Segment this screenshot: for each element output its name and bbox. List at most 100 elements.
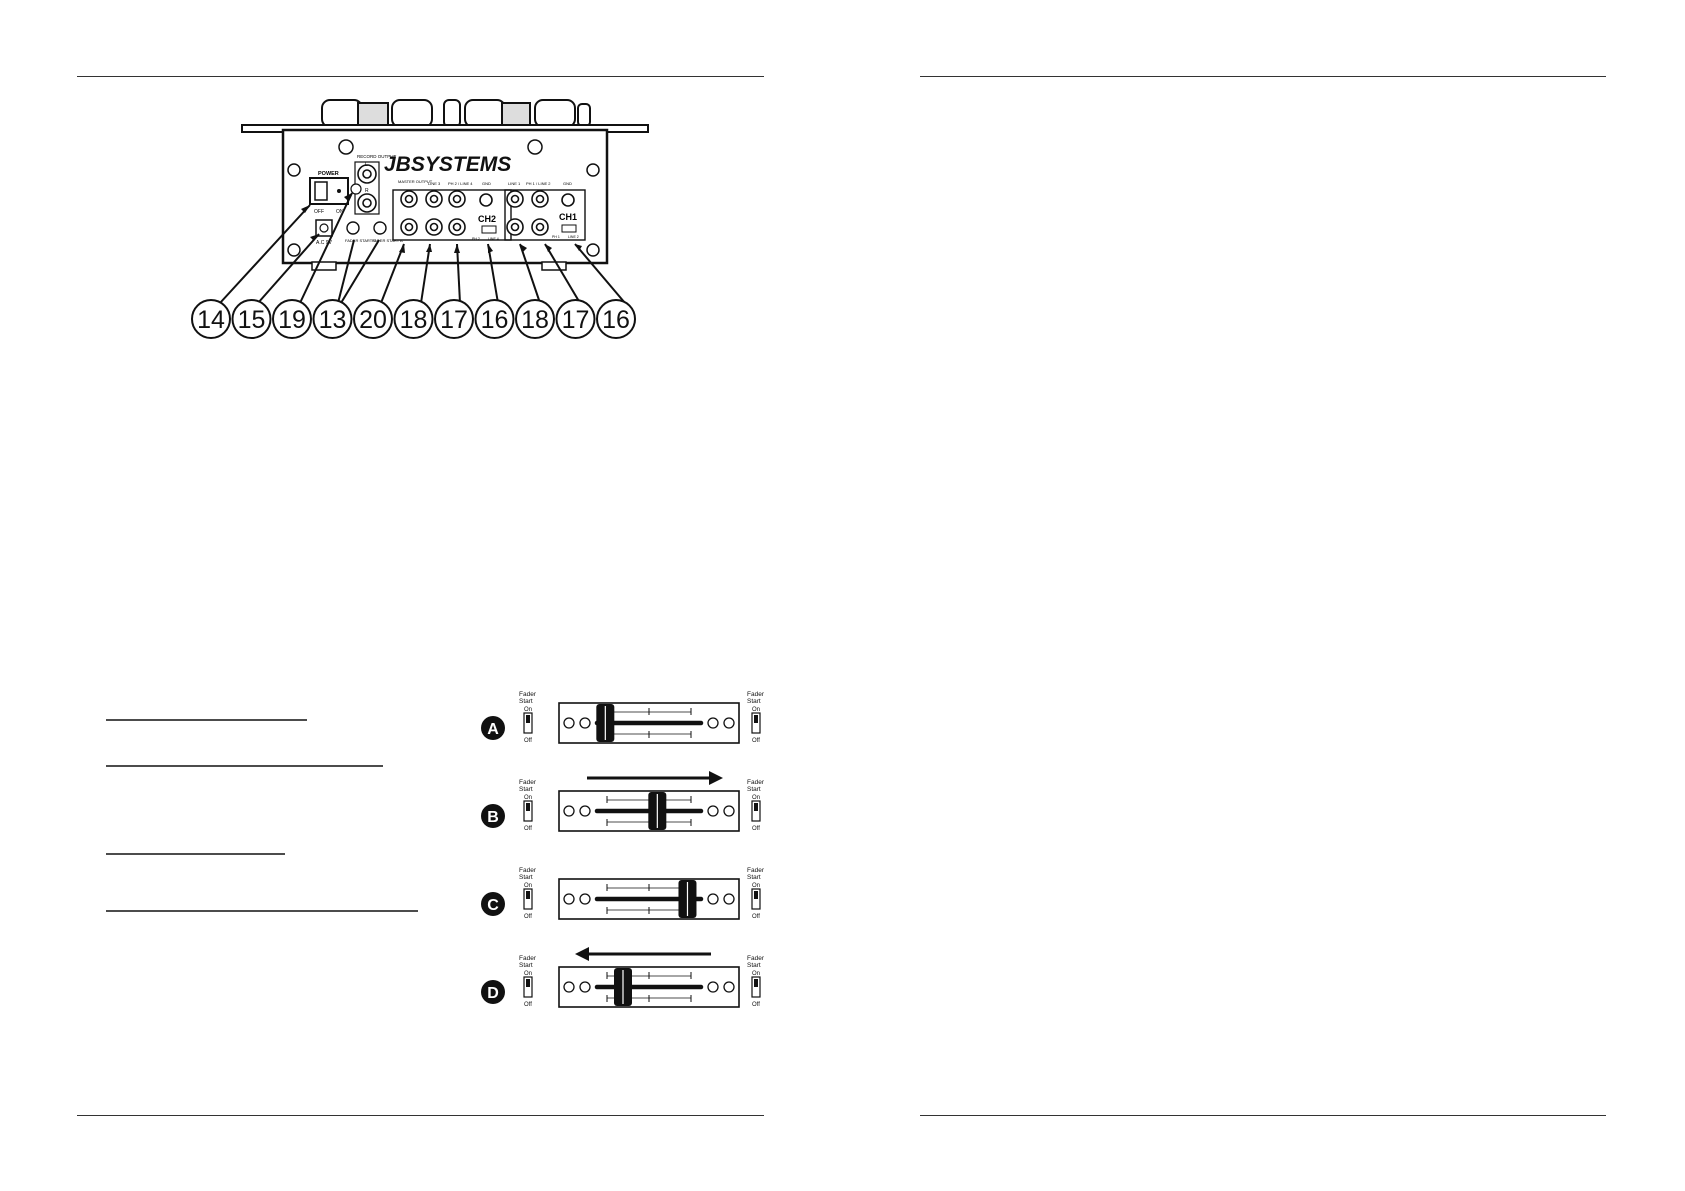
- svg-text:Fader: Fader: [519, 691, 537, 698]
- ph2-line4-label: PH 2 / LINE 4: [448, 181, 473, 186]
- svg-text:Off: Off: [752, 826, 760, 832]
- callout-number: 18: [400, 306, 428, 334]
- callout-17: 17: [434, 299, 474, 339]
- ph1-label: PH 1: [552, 235, 560, 239]
- brand-logo: JBSYSTEMS: [384, 153, 511, 176]
- svg-text:Off: Off: [524, 738, 532, 744]
- callout-number: 16: [481, 306, 509, 334]
- callout-number: 16: [602, 306, 630, 334]
- line3-label: LINE 3: [428, 181, 441, 186]
- svg-text:Start: Start: [519, 698, 533, 705]
- svg-text:Start: Start: [747, 698, 761, 705]
- svg-text:Start: Start: [747, 962, 761, 969]
- right-footer-rule: [920, 1115, 1606, 1116]
- gnd-label-ch2: GND: [482, 181, 491, 186]
- callout-17: 17: [555, 299, 596, 339]
- ac-label: A.C 9V: [316, 240, 333, 246]
- fader-start-a-label: FADER START A: [372, 238, 403, 243]
- svg-text:Off: Off: [524, 914, 532, 920]
- svg-text:Fader: Fader: [747, 691, 765, 698]
- svg-text:Start: Start: [747, 786, 761, 793]
- ac-jack: [315, 219, 333, 237]
- top-flange: [241, 124, 649, 133]
- power-label: POWER: [318, 171, 339, 177]
- leader-lines: [219, 192, 626, 304]
- callout-20: 20: [353, 299, 393, 339]
- svg-text:On: On: [524, 883, 532, 889]
- line2-label: LINE 2: [568, 235, 579, 239]
- row-letter-badge: [481, 980, 505, 1004]
- direction-arrow-right: [587, 771, 723, 785]
- callout-number: 17: [562, 306, 590, 334]
- svg-text:Start: Start: [747, 874, 761, 881]
- svg-text:On: On: [752, 707, 760, 713]
- callout-number: 19: [278, 306, 306, 334]
- svg-text:On: On: [524, 707, 532, 713]
- power-switch: [309, 177, 349, 205]
- svg-text:Off: Off: [752, 914, 760, 920]
- row-letter-badge: [481, 804, 505, 828]
- callout-number: 13: [319, 306, 347, 334]
- left-header-rule: [77, 76, 764, 77]
- svg-text:On: On: [752, 971, 760, 977]
- callout-number: 15: [238, 306, 266, 334]
- svg-text:Start: Start: [519, 962, 533, 969]
- line1-label: LINE 1: [508, 181, 521, 186]
- svg-text:Fader: Fader: [519, 779, 537, 786]
- chassis: [281, 128, 609, 265]
- svg-text:Fader: Fader: [519, 867, 537, 874]
- svg-text:On: On: [524, 795, 532, 801]
- ch1-label: CH1: [559, 212, 577, 222]
- svg-text:On: On: [752, 883, 760, 889]
- callout-15: 15: [231, 299, 272, 339]
- power-off-label: OFF: [314, 209, 324, 215]
- svg-text:Fader: Fader: [747, 867, 765, 874]
- screws: [287, 139, 600, 257]
- callout-18: 18: [393, 299, 434, 339]
- callout-16: 16: [596, 299, 636, 339]
- ch2-label: CH2: [478, 214, 496, 224]
- right-header-rule: [920, 76, 1606, 77]
- svg-text:Start: Start: [519, 874, 533, 881]
- line4-label: LINE 4: [488, 237, 499, 241]
- row-letter: A: [487, 721, 499, 738]
- svg-text:Off: Off: [524, 826, 532, 832]
- ph1-line2-label: PH 1 / LINE 2: [526, 181, 551, 186]
- callout-16: 16: [474, 299, 515, 339]
- fader-start-b-label: FADER START B: [345, 238, 376, 243]
- callout-13: 13: [312, 299, 353, 339]
- callout-number: 14: [197, 306, 225, 334]
- row-letter-badge: [481, 892, 505, 916]
- callout-number: 17: [440, 306, 468, 334]
- text-placeholders: [106, 719, 418, 912]
- record-l-label: L: [365, 162, 368, 168]
- svg-text:Fader: Fader: [747, 955, 765, 962]
- master-output-label: MASTER OUTPUT: [398, 179, 433, 184]
- svg-text:On: On: [524, 971, 532, 977]
- fader-start-figure: AFaderStartOnOffFaderStartOnOffBFaderSta…: [481, 691, 765, 1008]
- svg-text:Fader: Fader: [519, 955, 537, 962]
- record-r-label: R: [365, 188, 369, 194]
- callout-14: 14: [191, 299, 231, 339]
- svg-text:Fader: Fader: [747, 779, 765, 786]
- record-output-label: RECORD OUTPUT: [357, 154, 397, 159]
- callout-number: 18: [521, 306, 549, 334]
- row-letter: C: [487, 897, 499, 914]
- ph2-label: PH 2: [472, 237, 480, 241]
- svg-text:On: On: [752, 795, 760, 801]
- svg-text:Off: Off: [752, 1002, 760, 1008]
- left-footer-rule: [77, 1115, 764, 1116]
